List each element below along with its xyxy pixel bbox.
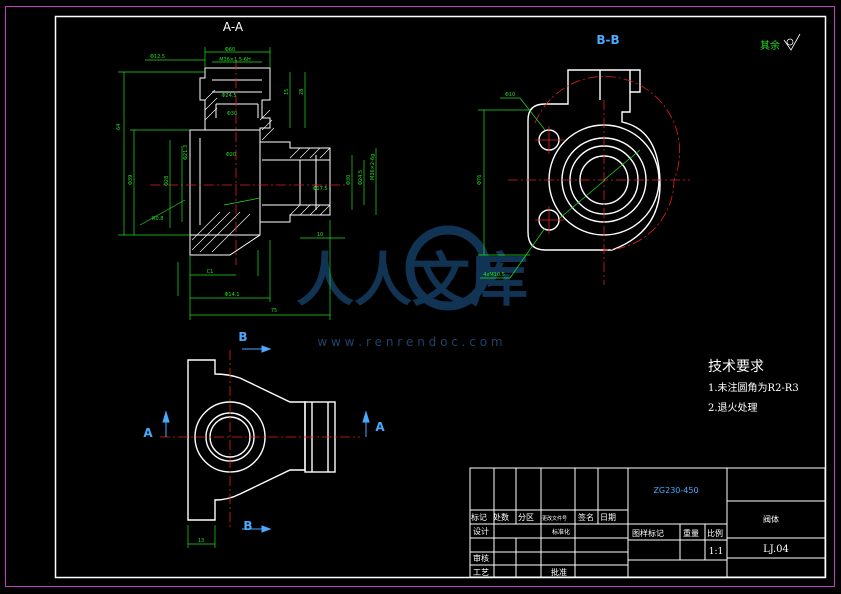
tech-req-item-1: 1.未注圆角为R2-R3 <box>708 381 799 394</box>
tb-header-change-doc: 更改文件号 <box>542 515 567 522</box>
tb-stage-mark: 图样标记 <box>632 528 664 538</box>
tb-design: 设计 <box>473 526 489 536</box>
roughness-note: 其余 <box>760 39 780 52</box>
tb-header-signature: 签名 <box>578 512 594 522</box>
svg-text:Φ30: Φ30 <box>346 175 352 185</box>
tb-material: ZG230-450 <box>653 486 698 495</box>
tb-process: 工艺 <box>473 568 489 577</box>
tb-header-count: 处数 <box>493 512 509 522</box>
section-b-b-view: B-B <box>477 33 801 285</box>
svg-text:Φ39: Φ39 <box>128 175 134 185</box>
svg-text:64: 64 <box>116 124 122 130</box>
tb-header-mark: 标记 <box>471 512 487 522</box>
cut-a-right-label: A <box>375 420 385 434</box>
svg-text:75: 75 <box>271 308 277 314</box>
tb-scale-value: 1:1 <box>709 547 723 557</box>
svg-text:C1: C1 <box>207 269 214 275</box>
tb-scale: 比例 <box>707 528 723 538</box>
svg-text:Φ28: Φ28 <box>164 176 170 186</box>
tb-check: 审核 <box>473 553 489 563</box>
tb-header-zone: 分区 <box>518 513 534 522</box>
svg-text:M36×1.5-6H: M36×1.5-6H <box>219 57 251 63</box>
title-block <box>469 467 826 578</box>
svg-text:15: 15 <box>284 89 290 95</box>
tb-drawing-no: LJ.04 <box>763 544 789 555</box>
svg-text:Φ10: Φ10 <box>505 92 515 98</box>
svg-text:Φ14.1: Φ14.1 <box>224 292 239 298</box>
watermark-url: w w w . r e n r e n d o c . c o m <box>317 335 502 349</box>
svg-text:Φ24.5: Φ24.5 <box>358 170 364 185</box>
svg-text:Φ12.5: Φ12.5 <box>150 54 165 60</box>
tech-req-heading: 技术要求 <box>708 359 764 375</box>
svg-text:13: 13 <box>198 538 204 544</box>
svg-text:Φ17.5: Φ17.5 <box>312 186 327 192</box>
cut-b-bottom-label: B <box>243 519 252 533</box>
tb-header-date: 日期 <box>600 513 616 522</box>
tb-approve: 批准 <box>551 567 567 577</box>
watermark-logo <box>405 225 491 311</box>
svg-text:Φ21.3: Φ21.3 <box>183 145 189 160</box>
svg-text:M36×2-6g: M36×2-6g <box>370 154 376 180</box>
watermark: 人人文库 w w w . r e n r e n d o c . c o m <box>296 225 528 349</box>
cut-b-top-label: B <box>238 330 247 344</box>
cut-a-left-label: A <box>143 426 153 440</box>
tb-part-name: 阀体 <box>763 514 779 524</box>
technical-requirements: 技术要求 1.未注圆角为R2-R3 2.退火处理 <box>708 359 799 414</box>
tech-req-item-2: 2.退火处理 <box>708 402 758 414</box>
svg-text:10: 10 <box>317 232 323 238</box>
top-view: 13 A A B B <box>143 330 385 548</box>
bb-outline <box>527 69 661 251</box>
svg-text:R0.8: R0.8 <box>152 216 163 222</box>
svg-text:Φ24.5: Φ24.5 <box>221 93 236 99</box>
svg-text:4xM10.5: 4xM10.5 <box>483 272 505 278</box>
section-a-a-view: A-A <box>116 20 377 320</box>
svg-text:28: 28 <box>299 89 305 95</box>
tb-weight: 重量 <box>683 528 699 538</box>
roughness-symbol <box>783 33 801 51</box>
svg-text:Φ60: Φ60 <box>225 47 235 53</box>
svg-text:Φ20: Φ20 <box>226 152 236 158</box>
tb-standardize: 标准化 <box>552 528 570 536</box>
section-b-b-label: B-B <box>596 33 619 47</box>
svg-text:Φ30: Φ30 <box>227 111 237 117</box>
watermark-text: 人人文库 <box>296 246 528 314</box>
section-a-a-label: A-A <box>223 20 244 34</box>
sheet-border-inner <box>54 15 827 579</box>
svg-text:Φ76: Φ76 <box>477 175 483 185</box>
sheet-border-outer <box>5 6 835 587</box>
